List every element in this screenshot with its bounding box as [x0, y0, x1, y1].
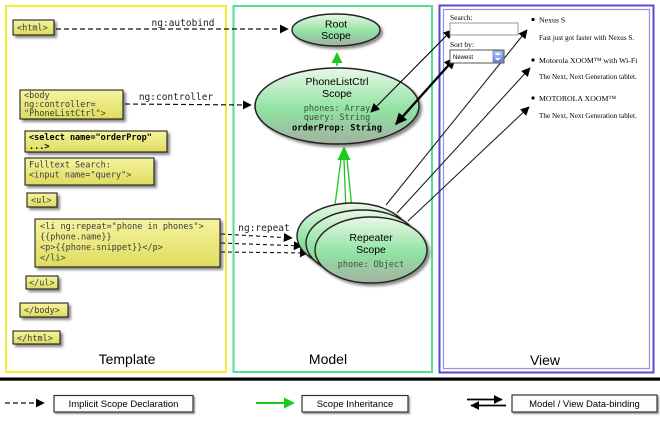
prop-query: query: String [304, 113, 371, 123]
search-label: Search: [450, 13, 473, 22]
ng-autobind-label: ng:autobind [152, 18, 215, 29]
code-text: </html> [17, 334, 53, 344]
prop-orderprop: orderProp: String [292, 123, 382, 134]
ng-controller-label: ng:controller [139, 92, 214, 103]
code-text: <body ng:controller= "PhoneListCtrl"> [24, 85, 106, 119]
code-text: <select name="orderProp" ...> [29, 127, 156, 152]
ng-repeat-label: ng:repeat [238, 223, 289, 234]
root-scope-type: Scope [321, 30, 351, 42]
code-text: <html> [17, 24, 48, 34]
sort-dropdown [449, 49, 505, 64]
view-column-frame-inner [442, 8, 651, 370]
code-text: <ul> [31, 196, 51, 206]
phonelistctrl-scope-ellipse: PhoneListCtrl Scope phones: Array query:… [254, 67, 420, 145]
binding-arrow-item-2 [396, 67, 531, 214]
code-box-body-open: <body ng:controller= "PhoneListCtrl"> [19, 85, 124, 120]
legend-box-implicit [53, 394, 194, 413]
phonelistctrl-name: PhoneListCtrl [305, 76, 368, 88]
inheritance-arrowhead [337, 146, 351, 160]
bullet-icon [531, 17, 535, 22]
bullet-icon [531, 96, 535, 100]
phone-item-title: Motorola XOOM™ with Wi-Fi [539, 56, 638, 65]
repeater-type: Scope [356, 244, 386, 256]
phone-item-title: MOTOROLA XOOM™ [539, 94, 616, 103]
search-input [449, 22, 519, 36]
legend-box-inheritance [301, 394, 409, 413]
phone-item-desc: Fast just got faster with Nexus S. [539, 34, 634, 42]
root-scope-name: Root [325, 19, 347, 31]
phone-item-title: Nexus S [539, 16, 565, 25]
repeat-dashed-arrow-3 [220, 248, 309, 258]
code-box-li-repeat: <li ng:repeat="phone in phones"> {{phone… [34, 216, 221, 268]
root-scope-ellipse: Root Scope [291, 13, 381, 47]
model-column-title: Model [309, 351, 347, 367]
stepper-down-icon [495, 58, 501, 61]
legend-separator [0, 377, 660, 381]
view-column-frame [438, 4, 655, 374]
code-box-html-close: </html> [12, 330, 61, 345]
code-box-body-close: </body> [19, 302, 69, 318]
repeater-name: Repeater [349, 232, 393, 244]
legend-box-binding [511, 394, 658, 413]
inheritance-line-1 [334, 158, 342, 206]
code-text: </body> [24, 306, 60, 316]
code-text: Fulltext Search: <input name="query"> [29, 155, 131, 181]
stepper-up-icon [495, 52, 501, 55]
view-phone-list: Nexus S Fast just got faster with Nexus … [531, 16, 638, 120]
view-column-title: View [530, 352, 561, 368]
legend-label-binding: Model / View Data-binding [529, 399, 640, 410]
sort-label: Sort by: [450, 40, 474, 49]
code-box-ul-open: <ul> [26, 192, 58, 208]
legend: Implicit Scope Declaration Scope Inherit… [5, 394, 658, 413]
view-sort-widget: Sort by: Newest [449, 40, 505, 64]
prop-phones: phones: Array [304, 104, 371, 114]
sort-value: Newest [453, 55, 473, 61]
code-text: <li ng:repeat="phone in phones"> {{phone… [40, 216, 208, 264]
model-column-frame [232, 5, 433, 373]
dropdown-stepper [492, 50, 504, 63]
phone-item-desc: The Next, Next Generation tablet. [539, 73, 637, 81]
template-column-title: Template [99, 351, 156, 367]
phonelistctrl-type: Scope [322, 88, 352, 100]
code-box-html-open: <html> [12, 19, 55, 36]
bullet-icon [531, 58, 535, 62]
legend-label-inheritance: Scope Inheritance [317, 399, 394, 410]
view-search-widget: Search: [449, 13, 519, 36]
code-box-select: <select name="orderProp" ...> [24, 127, 168, 153]
binding-arrow-orderprop-sort [395, 56, 456, 126]
code-box-ul-close: </ul> [25, 275, 59, 290]
repeat-dashed-arrow-1 [220, 233, 293, 243]
repeater-ellipse-front [314, 216, 428, 284]
code-box-fulltext-search: Fulltext Search: <input name="query"> [24, 155, 155, 186]
phone-item-desc: The Next, Next Generation tablet. [539, 112, 637, 120]
prop-phone: phone: Object [338, 260, 405, 270]
binding-arrow-item-3 [407, 106, 530, 222]
controller-dashed-arrow [124, 100, 252, 110]
code-text: </ul> [29, 279, 55, 289]
legend-label-implicit: Implicit Scope Declaration [69, 399, 179, 410]
repeater-scope-stack: Repeater Scope phone: Object [296, 202, 428, 284]
